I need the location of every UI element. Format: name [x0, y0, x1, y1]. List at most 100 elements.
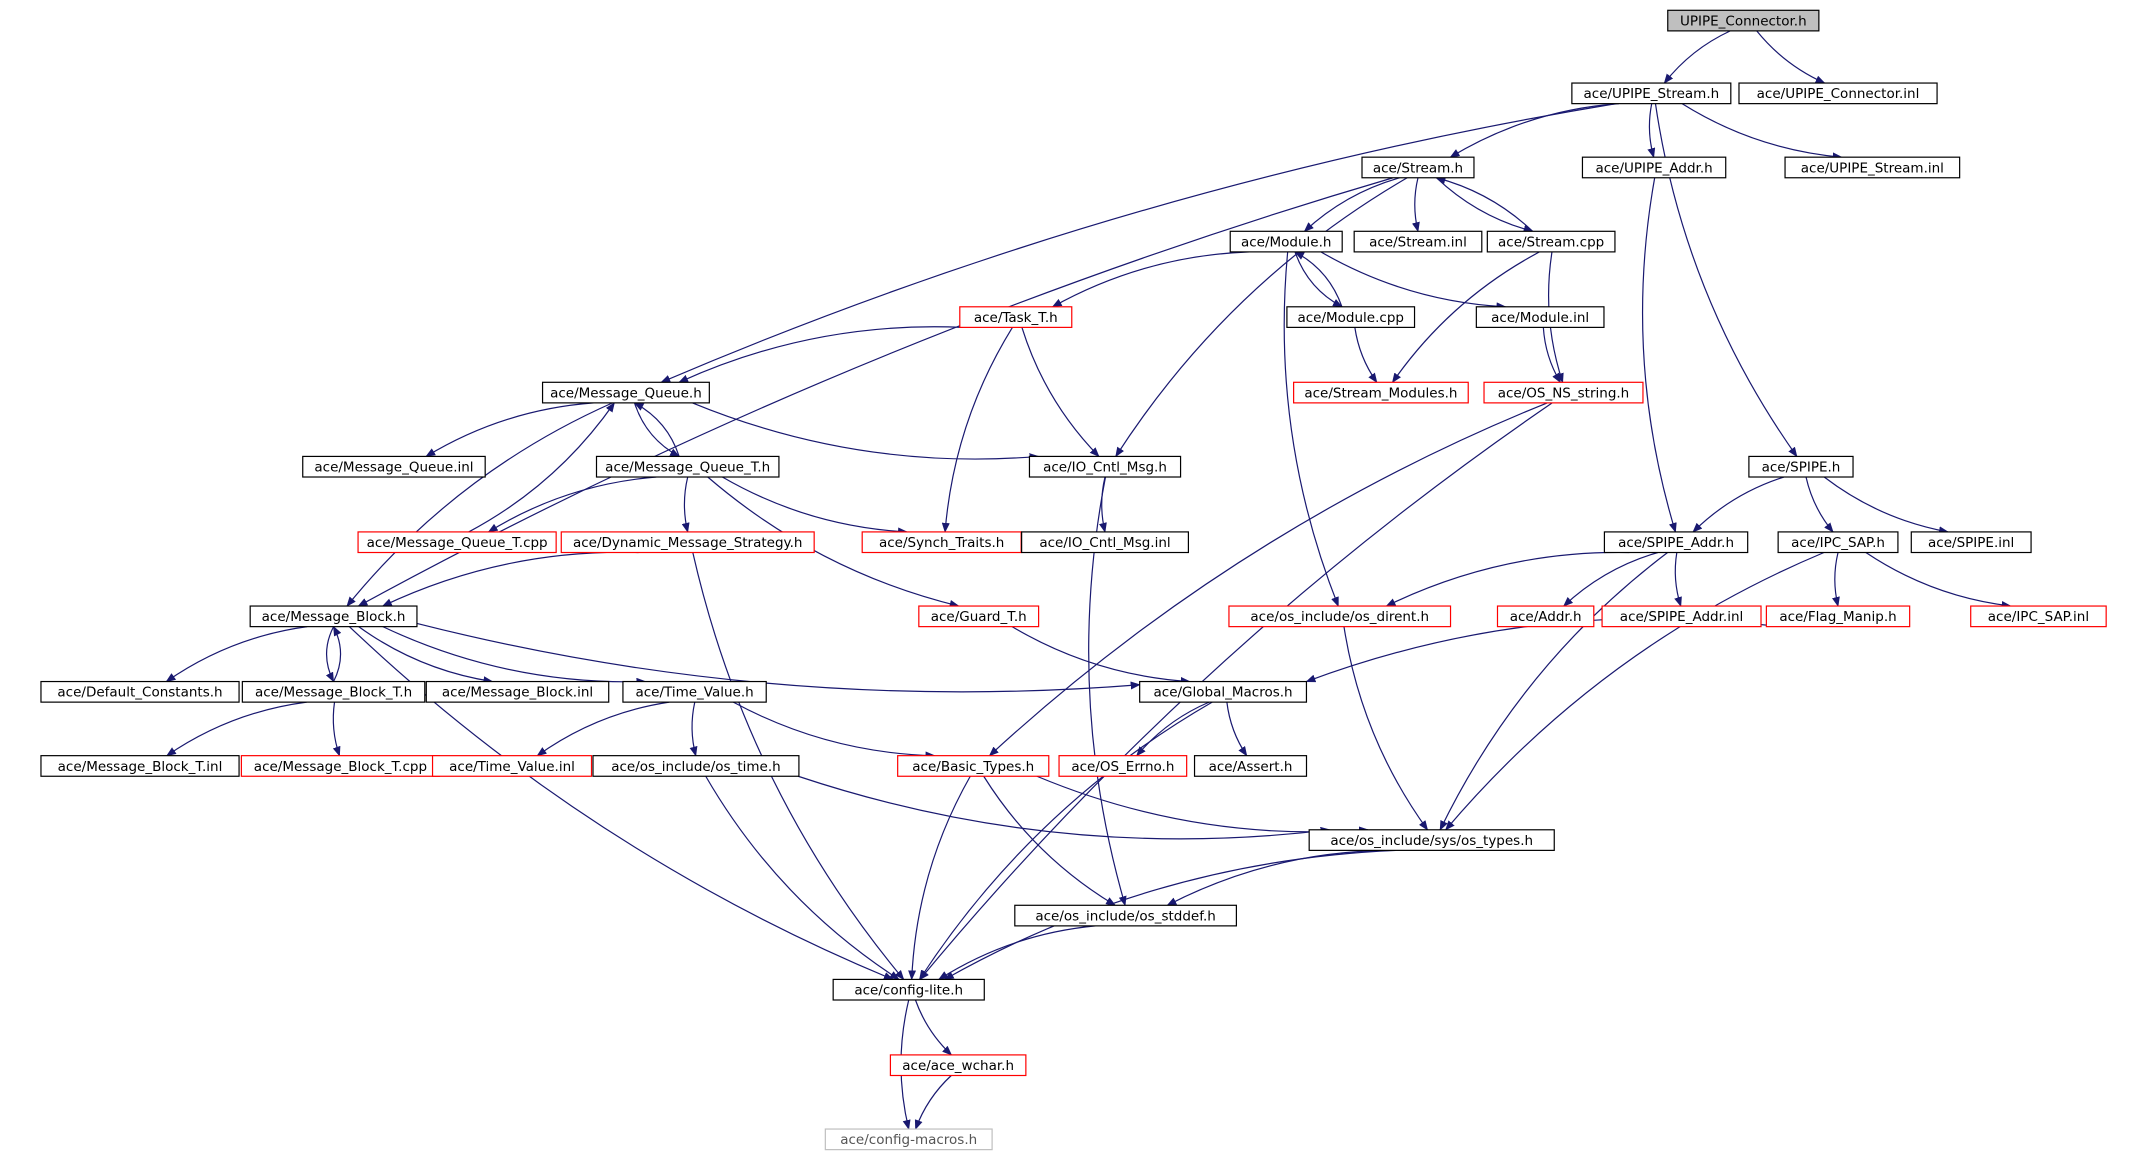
node-dynamic-message-strategy-h[interactable]: ace/Dynamic_Message_Strategy.h	[560, 531, 815, 554]
node-box[interactable]	[1571, 82, 1732, 105]
node-box[interactable]	[249, 605, 418, 628]
node-assert-h[interactable]: ace/Assert.h	[1193, 755, 1308, 777]
node-box[interactable]	[918, 605, 1040, 628]
node-module-h[interactable]: ace/Module.h	[1229, 230, 1343, 253]
node-box[interactable]	[959, 306, 1073, 328]
node-box[interactable]	[1581, 156, 1727, 179]
node-box[interactable]	[357, 531, 557, 554]
node-basic-types-h[interactable]: ace/Basic_Types.h	[897, 755, 1050, 777]
node-box[interactable]	[40, 755, 240, 777]
node-box[interactable]	[1765, 605, 1911, 628]
node-box[interactable]	[897, 755, 1050, 777]
node-box[interactable]	[1486, 230, 1616, 253]
node-os-dirent-h[interactable]: ace/os_include/os_dirent.h	[1228, 605, 1452, 628]
node-root[interactable]: UPIPE_Connector.h	[1667, 9, 1820, 32]
node-config-lite-h[interactable]: ace/config-lite.h	[832, 978, 985, 1001]
node-message-queue-t-cpp[interactable]: ace/Message_Queue_T.cpp	[357, 531, 557, 554]
node-box[interactable]	[1738, 82, 1938, 105]
node-message-queue-t-h[interactable]: ace/Message_Queue_T.h	[595, 455, 780, 478]
node-stream-inl[interactable]: ace/Stream.inl	[1353, 230, 1483, 253]
node-box[interactable]	[1784, 156, 1961, 179]
node-module-inl[interactable]: ace/Module.inl	[1475, 306, 1605, 328]
node-box[interactable]	[302, 455, 486, 478]
node-box[interactable]	[1293, 381, 1469, 404]
node-box[interactable]	[622, 680, 767, 703]
node-upipe-stream-h[interactable]: ace/UPIPE_Stream.h	[1571, 82, 1732, 105]
node-box[interactable]	[541, 381, 710, 404]
node-message-block-t-inl[interactable]: ace/Message_Block_T.inl	[40, 755, 240, 777]
node-box[interactable]	[1193, 755, 1308, 777]
node-box[interactable]	[1970, 605, 2107, 628]
node-addr-h[interactable]: ace/Addr.h	[1496, 605, 1595, 628]
node-box[interactable]	[1496, 605, 1595, 628]
node-flag-manip-h[interactable]: ace/Flag_Manip.h	[1765, 605, 1911, 628]
node-box[interactable]	[1475, 306, 1605, 328]
node-message-block-inl[interactable]: ace/Message_Block.inl	[425, 680, 610, 703]
node-box[interactable]	[1021, 531, 1189, 554]
node-message-queue-h[interactable]: ace/Message_Queue.h	[541, 381, 710, 404]
node-box[interactable]	[1910, 531, 2032, 554]
node-stream-cpp[interactable]: ace/Stream.cpp	[1486, 230, 1616, 253]
node-box[interactable]	[1139, 680, 1308, 703]
node-config-macros-h[interactable]: ace/config-macros.h	[824, 1128, 993, 1151]
node-time-value-h[interactable]: ace/Time_Value.h	[622, 680, 767, 703]
node-message-block-t-cpp[interactable]: ace/Message_Block_T.cpp	[240, 755, 441, 777]
node-upipe-addr-h[interactable]: ace/UPIPE_Addr.h	[1581, 156, 1727, 179]
node-ipc-sap-h[interactable]: ace/IPC_SAP.h	[1777, 531, 1899, 554]
node-box[interactable]	[1777, 531, 1899, 554]
node-box[interactable]	[1353, 230, 1483, 253]
node-os-ns-string-h[interactable]: ace/OS_NS_string.h	[1483, 381, 1644, 404]
node-box[interactable]	[1228, 605, 1452, 628]
node-box[interactable]	[1483, 381, 1644, 404]
node-spipe-inl[interactable]: ace/SPIPE.inl	[1910, 531, 2032, 554]
node-box[interactable]	[1361, 156, 1475, 179]
node-box[interactable]	[1028, 455, 1182, 478]
edge-config-lite-h-to-ace-wchar-h	[914, 999, 953, 1056]
node-guard-t-h[interactable]: ace/Guard_T.h	[918, 605, 1040, 628]
node-default-constants-h[interactable]: ace/Default_Constants.h	[40, 680, 240, 703]
node-box[interactable]	[1229, 230, 1343, 253]
node-upipe-stream-inl[interactable]: ace/UPIPE_Stream.inl	[1784, 156, 1961, 179]
node-box[interactable]	[595, 455, 780, 478]
node-box[interactable]	[431, 755, 593, 777]
node-message-queue-inl[interactable]: ace/Message_Queue.inl	[302, 455, 486, 478]
node-os-time-h[interactable]: ace/os_include/os_time.h	[592, 755, 800, 777]
node-task-t-h[interactable]: ace/Task_T.h	[959, 306, 1073, 328]
node-box[interactable]	[1601, 605, 1762, 628]
node-os-types-h[interactable]: ace/os_include/sys/os_types.h	[1308, 829, 1555, 851]
node-stream-modules-h[interactable]: ace/Stream_Modules.h	[1293, 381, 1469, 404]
node-box[interactable]	[1014, 904, 1237, 927]
node-box[interactable]	[592, 755, 800, 777]
node-box[interactable]	[1748, 455, 1854, 478]
node-synch-traits-h[interactable]: ace/Synch_Traits.h	[861, 531, 1022, 554]
node-box[interactable]	[889, 1054, 1027, 1077]
node-time-value-inl[interactable]: ace/Time_Value.inl	[431, 755, 593, 777]
node-box[interactable]	[1667, 9, 1820, 32]
node-ipc-sap-inl[interactable]: ace/IPC_SAP.inl	[1970, 605, 2107, 628]
node-os-errno-h[interactable]: ace/OS_Errno.h	[1058, 755, 1188, 777]
node-global-macros-h[interactable]: ace/Global_Macros.h	[1139, 680, 1308, 703]
node-os-stddef-h[interactable]: ace/os_include/os_stddef.h	[1014, 904, 1237, 927]
node-upipe-connector-inl[interactable]: ace/UPIPE_Connector.inl	[1738, 82, 1938, 105]
node-message-block-t-h[interactable]: ace/Message_Block_T.h	[241, 680, 426, 703]
node-stream-h[interactable]: ace/Stream.h	[1361, 156, 1475, 179]
node-box[interactable]	[1603, 531, 1749, 554]
node-box[interactable]	[241, 680, 426, 703]
node-spipe-addr-h[interactable]: ace/SPIPE_Addr.h	[1603, 531, 1749, 554]
node-box[interactable]	[1058, 755, 1188, 777]
node-io-cntl-msg-h[interactable]: ace/IO_Cntl_Msg.h	[1028, 455, 1182, 478]
node-box[interactable]	[1286, 306, 1416, 328]
node-box[interactable]	[560, 531, 815, 554]
node-box[interactable]	[40, 680, 240, 703]
node-box[interactable]	[1308, 829, 1555, 851]
node-box[interactable]	[425, 680, 610, 703]
node-box[interactable]	[832, 978, 985, 1001]
edge-spipe-addr-h-to-spipe-addr-inl	[1674, 552, 1682, 607]
node-spipe-addr-inl[interactable]: ace/SPIPE_Addr.inl	[1601, 605, 1762, 628]
node-module-cpp[interactable]: ace/Module.cpp	[1286, 306, 1416, 328]
node-message-block-h[interactable]: ace/Message_Block.h	[249, 605, 418, 628]
node-ace-wchar-h[interactable]: ace/ace_wchar.h	[889, 1054, 1027, 1077]
node-box[interactable]	[824, 1128, 993, 1151]
node-spipe-h[interactable]: ace/SPIPE.h	[1748, 455, 1854, 478]
node-io-cntl-msg-inl[interactable]: ace/IO_Cntl_Msg.inl	[1021, 531, 1189, 554]
